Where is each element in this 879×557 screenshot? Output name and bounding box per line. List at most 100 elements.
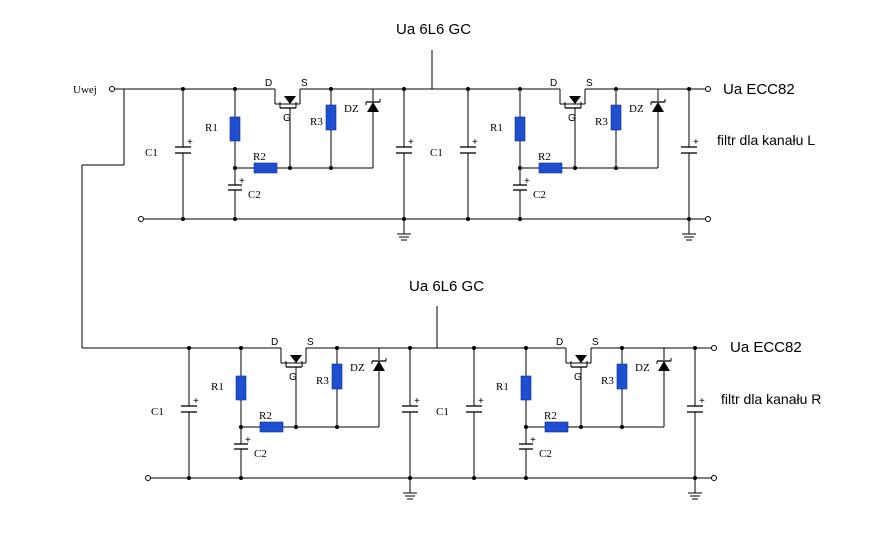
c2-plus: + [245, 435, 251, 446]
r3-label: R3 [595, 116, 608, 128]
c1-plus: + [187, 137, 193, 148]
ground-terminal-bottom [145, 475, 151, 481]
resistor-r1: R1 [211, 348, 247, 427]
zener-diode-dz: DZ [629, 89, 666, 168]
output-label-bottom: Ua ECC82 [730, 339, 802, 356]
resistor-r3: R3 [595, 89, 622, 168]
r3-label: R3 [316, 375, 329, 387]
capacitor-c2: + C2 [519, 427, 552, 478]
note-channel-r: filtr dla kanału R [721, 391, 821, 407]
output-terminal-top [705, 86, 711, 92]
cout-plus: + [693, 137, 699, 148]
resistor-r3: R3 [310, 89, 337, 168]
supply-label-top: Ua 6L6 GC [396, 21, 471, 38]
r1-label: R1 [205, 122, 218, 134]
gate-label: G [568, 113, 576, 124]
filter-stage-bottom-right: + C1 R1 + C2 R2 [436, 337, 705, 500]
source-label: S [301, 78, 308, 89]
source-label: S [592, 337, 599, 348]
capacitor-c1: + C1 [145, 89, 193, 219]
cout-plus: + [414, 396, 420, 407]
resistor-r2: R2 [520, 151, 658, 174]
ground-icon [397, 219, 411, 241]
zener-diode-dz: DZ [635, 348, 672, 427]
c2-label: C2 [248, 189, 261, 201]
mosfet: D S G [550, 78, 593, 168]
resistor-r2: R2 [241, 410, 379, 433]
drain-label: D [550, 78, 557, 89]
supply-label-bottom: Ua 6L6 GC [409, 278, 484, 295]
r3-label: R3 [601, 375, 614, 387]
c1-label: C1 [151, 406, 164, 418]
c1-plus: + [193, 396, 199, 407]
c2-label: C2 [254, 448, 267, 460]
capacitor-c1: + C1 [151, 348, 199, 478]
resistor-r3: R3 [316, 348, 343, 427]
cout-plus: + [699, 396, 705, 407]
gate-label: G [283, 113, 291, 124]
mosfet: D S G [556, 337, 599, 427]
drain-label: D [265, 78, 272, 89]
source-label: S [586, 78, 593, 89]
c1-label: C1 [430, 147, 443, 159]
mosfet: D S G [265, 78, 308, 168]
gate-label: G [574, 372, 582, 383]
dz-label: DZ [350, 362, 365, 374]
ground-icon [403, 478, 417, 500]
r1-label: R1 [496, 381, 509, 393]
ground-terminal-top [138, 216, 144, 222]
zener-diode-dz: DZ [350, 348, 387, 427]
output-label-top: Ua ECC82 [723, 81, 795, 98]
input-terminal [109, 86, 115, 92]
r2-label: R2 [544, 410, 557, 422]
capacitor-c1: + C1 [436, 348, 484, 478]
resistor-r2: R2 [526, 410, 664, 433]
resistor-r1: R1 [205, 89, 241, 168]
note-channel-l: filtr dla kanału L [717, 132, 815, 148]
gate-label: G [289, 372, 297, 383]
resistor-r1: R1 [490, 89, 526, 168]
dz-label: DZ [635, 362, 650, 374]
r2-label: R2 [259, 410, 272, 422]
capacitor-c2: + C2 [513, 168, 546, 219]
r1-label: R1 [490, 122, 503, 134]
c2-plus: + [524, 176, 530, 187]
capacitor-output: + [681, 89, 699, 219]
input-label: Uwej [73, 84, 97, 96]
output-wiring [677, 86, 717, 481]
r3-label: R3 [310, 116, 323, 128]
dz-label: DZ [629, 103, 644, 115]
input-wiring [81, 86, 188, 481]
c2-label: C2 [533, 189, 546, 201]
filter-stage-top-right: + C1 R1 + C2 R2 [430, 78, 699, 241]
resistor-r3: R3 [601, 348, 628, 427]
mosfet: D S G [271, 337, 314, 427]
dz-label: DZ [344, 103, 359, 115]
c1-plus: + [478, 396, 484, 407]
drain-label: D [271, 337, 278, 348]
c2-label: C2 [539, 448, 552, 460]
drain-label: D [556, 337, 563, 348]
c1-label: C1 [145, 147, 158, 159]
c1-label: C1 [436, 406, 449, 418]
source-label: S [307, 337, 314, 348]
capacitor-output: + [687, 348, 705, 478]
filter-stage-top-left: + C1 R1 + C2 R2 [145, 78, 414, 241]
resistor-r2: R2 [235, 151, 373, 174]
capacitor-c1: + C1 [430, 89, 478, 219]
resistor-r1: R1 [496, 348, 532, 427]
cout-plus: + [408, 137, 414, 148]
r2-label: R2 [538, 151, 551, 163]
ground-icon [688, 478, 702, 500]
output-ground-terminal-top [705, 216, 711, 222]
r2-label: R2 [253, 151, 266, 163]
capacitor-output: + [402, 348, 420, 478]
capacitor-c2: + C2 [228, 168, 261, 219]
output-ground-terminal-bottom [711, 475, 717, 481]
zener-diode-dz: DZ [344, 89, 381, 168]
c1-plus: + [472, 137, 478, 148]
c2-plus: + [530, 435, 536, 446]
c2-plus: + [239, 176, 245, 187]
ground-icon [682, 219, 696, 241]
